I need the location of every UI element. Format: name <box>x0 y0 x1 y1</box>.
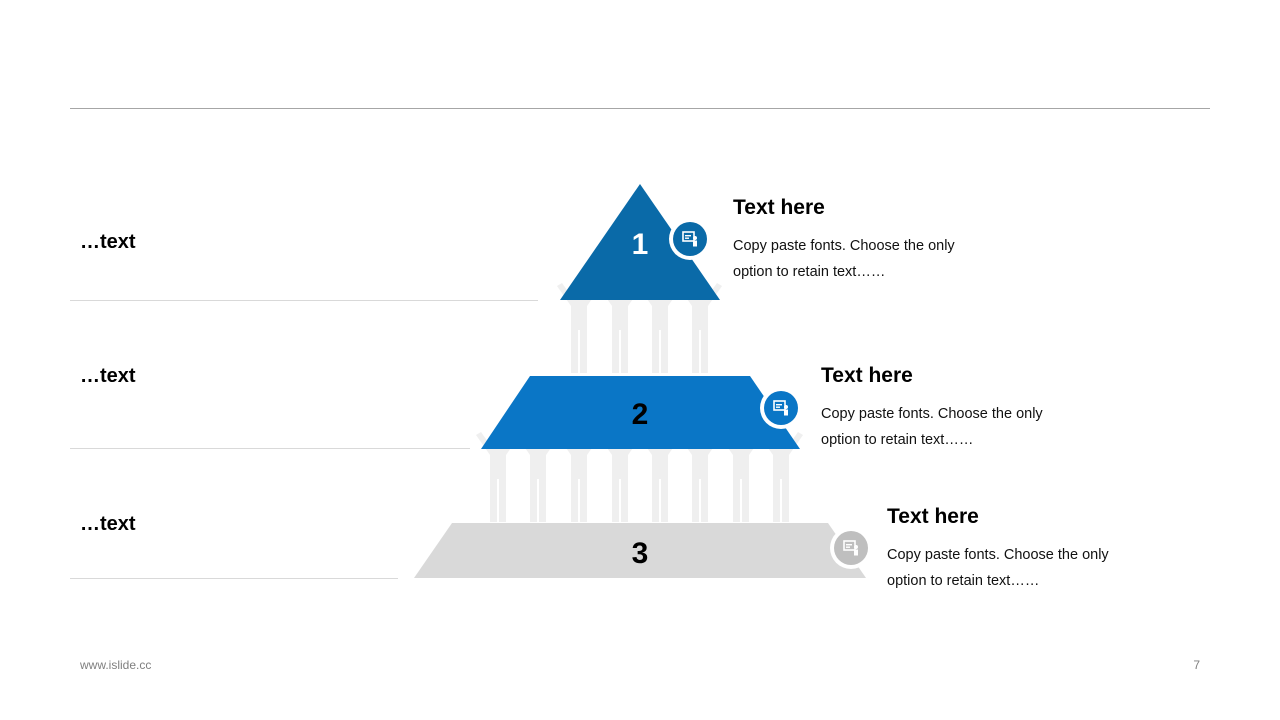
level-1-divider <box>70 300 538 301</box>
level-2-body: Copy paste fonts. Choose the only option… <box>821 406 1043 448</box>
level-2-number: 2 <box>632 398 649 431</box>
level-3-badge <box>830 527 872 569</box>
level-2-left-label: …text <box>80 365 136 387</box>
presentation-icon <box>843 540 858 556</box>
top-rule <box>70 108 1210 109</box>
footer-website: www.islide.cc <box>80 658 152 672</box>
level-2-tier <box>481 376 800 449</box>
presentation-icon <box>682 231 697 247</box>
level-1-left-label: …text <box>80 231 136 253</box>
level-2-callout: Text here Copy paste fonts. Choose the o… <box>821 363 1081 453</box>
level-3-tier <box>414 523 866 578</box>
level-1-number: 1 <box>632 228 649 261</box>
level-2-badge <box>760 387 802 429</box>
level-1-tier <box>560 184 720 300</box>
level-3-left-label: …text <box>80 513 136 535</box>
level-1-callout: Text here Copy paste fonts. Choose the o… <box>733 195 993 285</box>
level-2-divider <box>70 448 470 449</box>
level-2-title: Text here <box>821 364 913 387</box>
footer-page-number: 7 <box>1193 658 1200 672</box>
level-3-title: Text here <box>887 505 979 528</box>
level-3-body: Copy paste fonts. Choose the only option… <box>887 547 1109 589</box>
level-3-number: 3 <box>632 537 649 570</box>
level-1-body: Copy paste fonts. Choose the only option… <box>733 238 955 280</box>
level-1-badge <box>669 218 711 260</box>
level-1-title: Text here <box>733 196 825 219</box>
level-3-callout: Text here Copy paste fonts. Choose the o… <box>887 504 1147 594</box>
level-3-divider <box>70 578 398 579</box>
presentation-icon <box>773 400 788 416</box>
